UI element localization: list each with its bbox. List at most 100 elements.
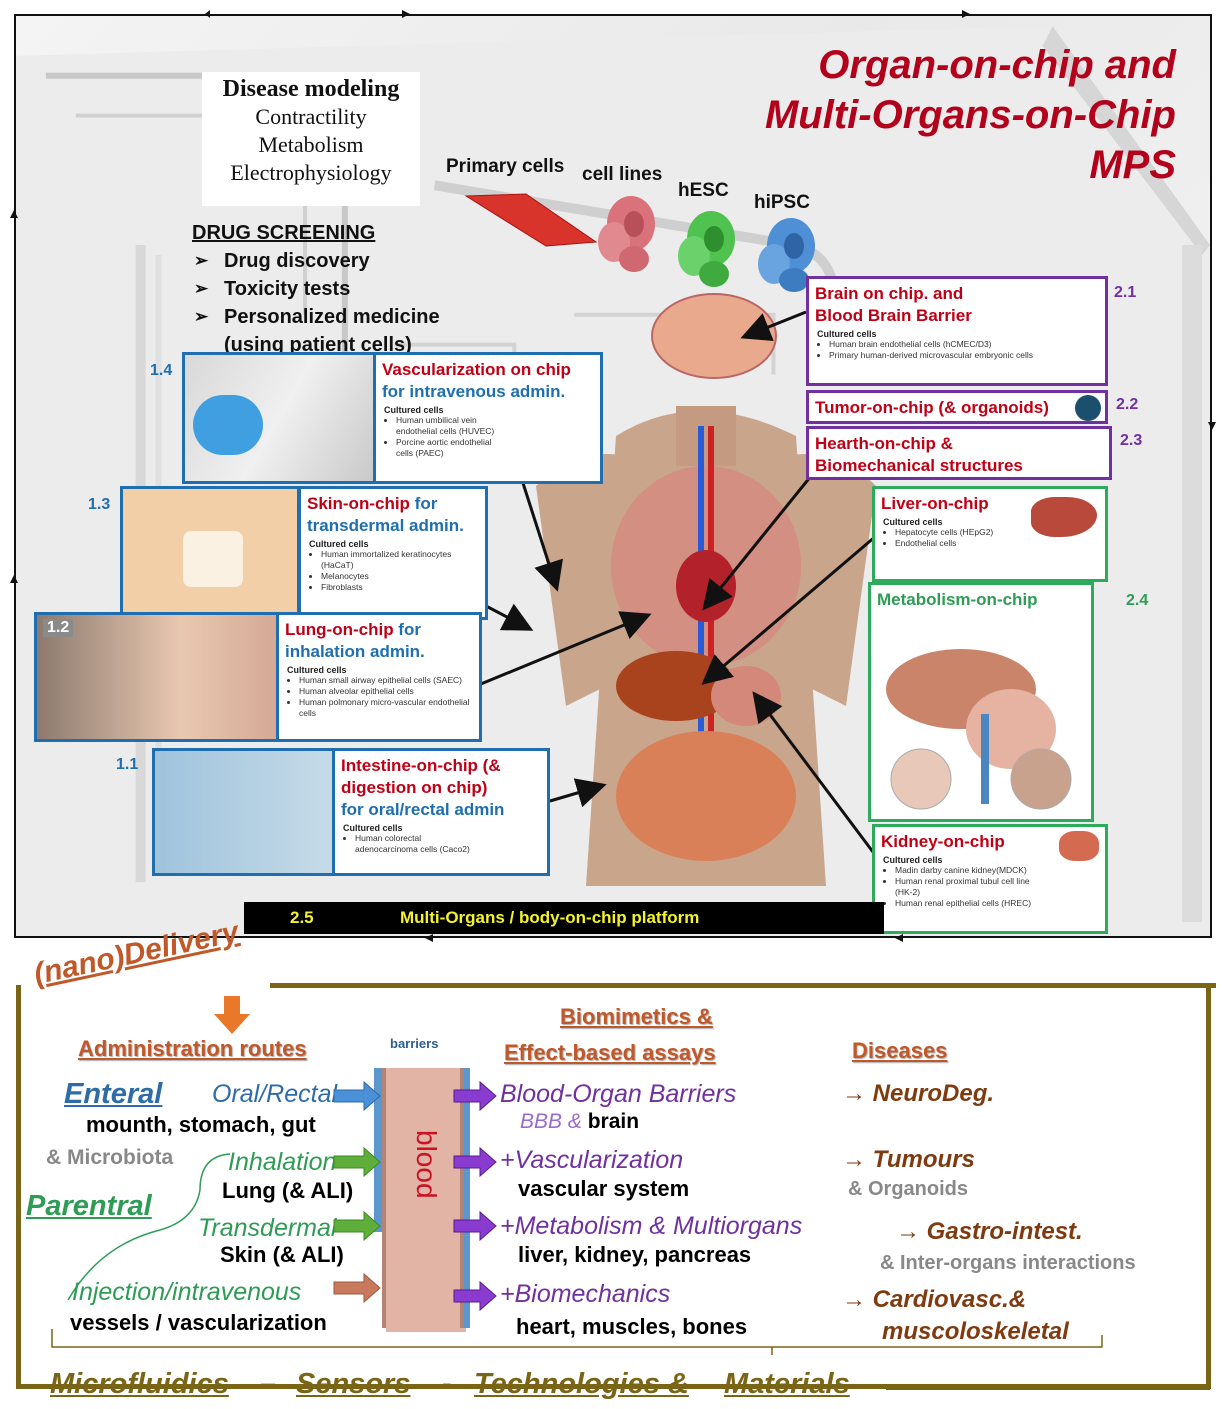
route-label: Transdermal <box>198 1214 337 1242</box>
microbiota-label: & Microbiota <box>46 1146 174 1169</box>
route-arrow-inhalation <box>333 1146 381 1178</box>
drug-screening-item: Drug discovery <box>192 247 440 275</box>
card-number: 1.3 <box>88 496 111 513</box>
organoid-icon <box>1075 395 1101 421</box>
disease-modeling-item: Metabolism <box>258 132 364 157</box>
delivery-panel <box>16 985 1211 1389</box>
card-number: 2.1 <box>1114 284 1137 301</box>
barrier-right-inner <box>460 1068 464 1328</box>
organ-on-chip-panel: Organ-on-chip and Multi-Organs-on-Chip M… <box>14 14 1212 938</box>
diseases-heading: Diseases <box>852 1038 948 1063</box>
disease-sub: & Organoids <box>848 1178 969 1200</box>
route-arrow-transdermal <box>333 1210 381 1242</box>
footer-technologies: Technologies & <box>474 1368 689 1400</box>
down-arrow-icon <box>214 996 250 1034</box>
tumor-card: Tumor-on-chip (& organoids) <box>806 390 1108 424</box>
intravenous-photo <box>182 352 376 484</box>
disease-sub: & Inter-organs interactions <box>880 1252 1136 1274</box>
blood-compartment <box>386 1068 466 1332</box>
effect-title: +Vascularization <box>500 1146 684 1174</box>
main-title: Organ-on-chip and Multi-Organs-on-Chip M… <box>764 43 1176 187</box>
metabolism-diagram <box>886 649 1072 810</box>
cell-type-label: hiPSC <box>754 192 810 213</box>
cell-type-icons <box>464 193 815 292</box>
route-target: Skin (& ALI) <box>220 1242 344 1267</box>
brain-icon <box>651 293 777 379</box>
gloved-hand <box>193 395 263 455</box>
route-target: vessels / vascularization <box>70 1310 327 1335</box>
metabolism-card: Metabolism-on-chip <box>868 582 1094 822</box>
liver-card: Liver-on-chip Cultured cells Hepatocyte … <box>872 486 1108 582</box>
disease-item: → Tumours <box>842 1146 975 1173</box>
drug-screening-item: Toxicity tests <box>192 275 440 303</box>
kidney-icon <box>1059 831 1099 861</box>
footer-line <box>886 1386 1210 1390</box>
parentral-label: Parentral <box>26 1190 152 1222</box>
barrier-left-inner <box>382 1068 386 1328</box>
hesc-icon <box>678 211 735 287</box>
cell-type-label: Primary cells <box>446 156 565 177</box>
heart-card: Hearth-on-chip &Biomechanical structures <box>806 426 1112 480</box>
route-label: Oral/Rectal <box>212 1080 338 1108</box>
effect-title: +Biomechanics <box>500 1280 671 1308</box>
parentral-bracket <box>67 1153 231 1301</box>
route-target: Lung (& ALI) <box>222 1178 354 1203</box>
route-label: Inhalation <box>228 1148 337 1176</box>
effect-sub: BBB & brain <box>520 1110 640 1133</box>
disease-modeling-item: Electrophysiology <box>230 160 392 185</box>
barrier-right <box>464 1068 470 1328</box>
footer-materials: Materials <box>724 1368 850 1400</box>
drug-screening-note: (using patient cells) <box>224 334 412 356</box>
effect-sub: heart, muscles, bones <box>516 1314 748 1339</box>
hipsc-icon <box>758 218 815 292</box>
effect-title: +Metabolism & Multiorgans <box>500 1212 803 1240</box>
oral-photo <box>152 748 336 876</box>
flow-arrows <box>333 1080 497 1312</box>
drug-screening-list: DRUG SCREENING Drug discovery Toxicity t… <box>192 219 440 359</box>
intestine-icon <box>616 731 796 861</box>
card-number: 1.4 <box>150 362 173 379</box>
disease-sub: muscoloskeletal <box>882 1318 1069 1345</box>
cell-type-label: hESC <box>678 180 729 201</box>
liver-icon <box>1031 497 1097 537</box>
effect-sub: vascular system <box>518 1176 690 1201</box>
grouping-bracket <box>51 1329 1103 1355</box>
card-number: 2.2 <box>1116 396 1139 413</box>
skin-card: Skin-on-chip for transdermal admin. Cult… <box>298 486 488 620</box>
disease-modeling-heading: Disease modeling <box>222 76 400 102</box>
disease-item: → NeuroDeg. <box>842 1080 995 1107</box>
administration-routes-heading: Administration routes <box>78 1036 307 1061</box>
cell-type-label: cell lines <box>582 164 663 185</box>
lung-card: Lung-on-chip for inhalation admin. Cultu… <box>276 612 482 742</box>
route-target: mounth, stomach, gut <box>86 1112 316 1137</box>
card-number: 2.3 <box>1120 432 1143 449</box>
inhalation-photo: 1.2 <box>34 612 280 742</box>
effect-arrow <box>453 1146 497 1178</box>
effect-arrow <box>453 1210 497 1242</box>
platform-number: 2.5 <box>290 908 314 927</box>
barrier-left <box>374 1068 382 1232</box>
biomimetics-heading: Biomimetics & <box>560 1004 713 1029</box>
footer-sensors: Sensors <box>296 1368 411 1400</box>
effect-arrow <box>453 1080 497 1112</box>
card-number: 2.4 <box>1126 592 1149 609</box>
disease-modeling-box: Disease modeling Contractility Metabolis… <box>202 72 420 206</box>
route-arrow-injection <box>333 1272 381 1304</box>
stomach-icon <box>711 666 781 726</box>
effect-arrow <box>453 1280 497 1312</box>
card-number: 1.2 <box>43 619 74 637</box>
card-number: 1.1 <box>116 756 139 773</box>
disease-item: → Cardiovasc.& <box>842 1286 1027 1313</box>
skin-patch <box>183 531 243 587</box>
platform-label: Multi-Organs / body-on-chip platform <box>400 908 700 927</box>
disease-item: → Gastro-intest. <box>896 1218 1083 1245</box>
drug-screening-item: Personalized medicine <box>192 303 440 331</box>
primary-cell-icon <box>464 193 598 247</box>
enteral-label: Enteral <box>64 1078 163 1110</box>
barriers-label: barriers <box>390 1036 439 1051</box>
transdermal-photo <box>120 486 300 620</box>
route-arrow-oral <box>333 1080 381 1112</box>
effect-sub: liver, kidney, pancreas <box>518 1242 752 1267</box>
route-label: Injection/intravenous <box>72 1278 302 1306</box>
